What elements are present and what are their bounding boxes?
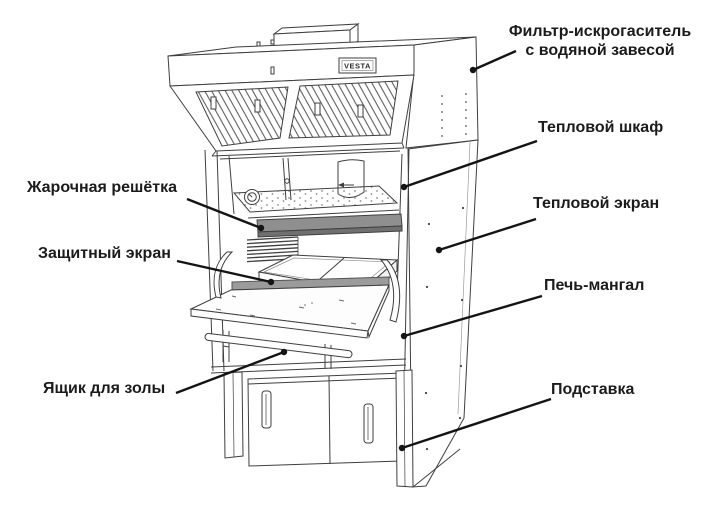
baffle-filter-right [288, 80, 399, 139]
stand-door-handle-right [363, 403, 374, 444]
thermometer-gauge [244, 189, 260, 205]
leader-grill-oven [400, 294, 543, 340]
leader-lines [175, 49, 552, 452]
hood-rim-edges [211, 142, 405, 157]
hood-rim [211, 147, 405, 157]
leader-grill-grate [186, 197, 265, 232]
hood-bolt [270, 39, 275, 45]
panel-rivets [424, 206, 465, 451]
label-grill-oven: Печь-мангал [544, 277, 645, 294]
door-screw-marks [215, 295, 357, 325]
grill-grate-part [256, 213, 403, 238]
cabinet-ceiling [219, 150, 401, 160]
stand-door-divider [328, 375, 331, 465]
door-arm-right [379, 259, 401, 323]
brand-text: VESTA [344, 62, 371, 71]
ash-drawer-handle [204, 332, 353, 359]
ash-drawer-assembly [204, 330, 353, 369]
warming-cabinet [219, 150, 401, 219]
leader-stand [398, 397, 552, 452]
label-stand: Подставка [551, 381, 635, 398]
exhaust-hood: VESTA [167, 23, 479, 157]
leader-protective-screen [176, 259, 275, 286]
leader-thermal-cabinet [400, 139, 538, 191]
door-arm-left [213, 251, 234, 299]
leader-thermal-screen [435, 217, 537, 254]
vent-hole-dots [441, 93, 467, 137]
hood-side-panel [405, 36, 479, 149]
heat-shield-slats [246, 236, 299, 263]
perforated-shelf [232, 185, 399, 213]
stand-floor-edge [412, 448, 461, 488]
filter-handles [210, 96, 364, 118]
leader-filter-spark-arrestor [469, 49, 517, 74]
baffle-filter-left [195, 86, 289, 147]
stand-door-handle-left [261, 390, 272, 429]
hood-bolt [256, 41, 261, 47]
stand-cabinet [210, 358, 461, 488]
label-protective-screen: Защитный экран [38, 245, 171, 262]
hood-rivet [270, 66, 275, 75]
stand-top-rail [210, 358, 407, 374]
label-grill-grate: Жарочная решётка [27, 179, 177, 196]
label-filter-spark-arrestor: Фильтр-искрогаситель с водяной завесой [508, 23, 692, 59]
leader-ash-drawer [175, 348, 288, 395]
label-ash-drawer: Ящик для золы [43, 380, 166, 397]
drop-down-door [189, 284, 390, 339]
shelf-front-rail [247, 209, 400, 219]
brand-plate: VESTA [338, 57, 377, 74]
label-thermal-cabinet: Тепловой шкаф [538, 119, 664, 136]
label-thermal-screen: Тепловой экран [533, 195, 660, 212]
cabinet-left-frame [228, 155, 235, 215]
